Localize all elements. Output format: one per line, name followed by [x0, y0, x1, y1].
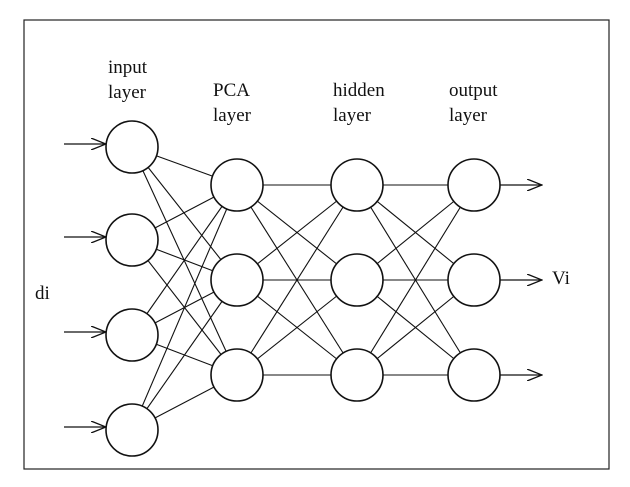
- connection-input-1-to-pca-3: [131, 146, 238, 376]
- connection-input-1-to-pca-2: [131, 146, 238, 281]
- layer-label-input: input layer: [108, 57, 152, 103]
- connection-input-4-to-pca-2: [131, 279, 238, 431]
- output-neuron-3: [447, 348, 501, 402]
- input-neuron-2: [105, 213, 159, 267]
- input-neuron-3: [105, 308, 159, 362]
- input-neuron-4: [105, 403, 159, 457]
- input-label-di: di: [35, 283, 50, 304]
- layer-label-pca: PCA layer: [213, 80, 254, 126]
- neurons: [105, 120, 501, 457]
- input-neuron-1: [105, 120, 159, 174]
- layer-label-output: output layer: [449, 80, 502, 126]
- connection-pca-3-to-hidden-1: [236, 184, 358, 376]
- connections: [131, 146, 475, 431]
- hidden-neuron-2: [330, 253, 384, 307]
- connection-hidden-3-to-output-1: [356, 184, 475, 376]
- io-arrows: [64, 144, 542, 427]
- layer-label-hidden: hidden layer: [333, 80, 389, 126]
- pca-neuron-3: [210, 348, 264, 402]
- pca-neuron-2: [210, 253, 264, 307]
- pca-neuron-1: [210, 158, 264, 212]
- connection-input-3-to-pca-1: [131, 184, 238, 336]
- output-label-vi: Vi: [552, 268, 570, 289]
- hidden-neuron-3: [330, 348, 384, 402]
- output-neuron-1: [447, 158, 501, 212]
- connection-input-4-to-pca-1: [131, 184, 238, 431]
- hidden-neuron-1: [330, 158, 384, 212]
- output-neuron-2: [447, 253, 501, 307]
- diagram-frame: [23, 19, 610, 470]
